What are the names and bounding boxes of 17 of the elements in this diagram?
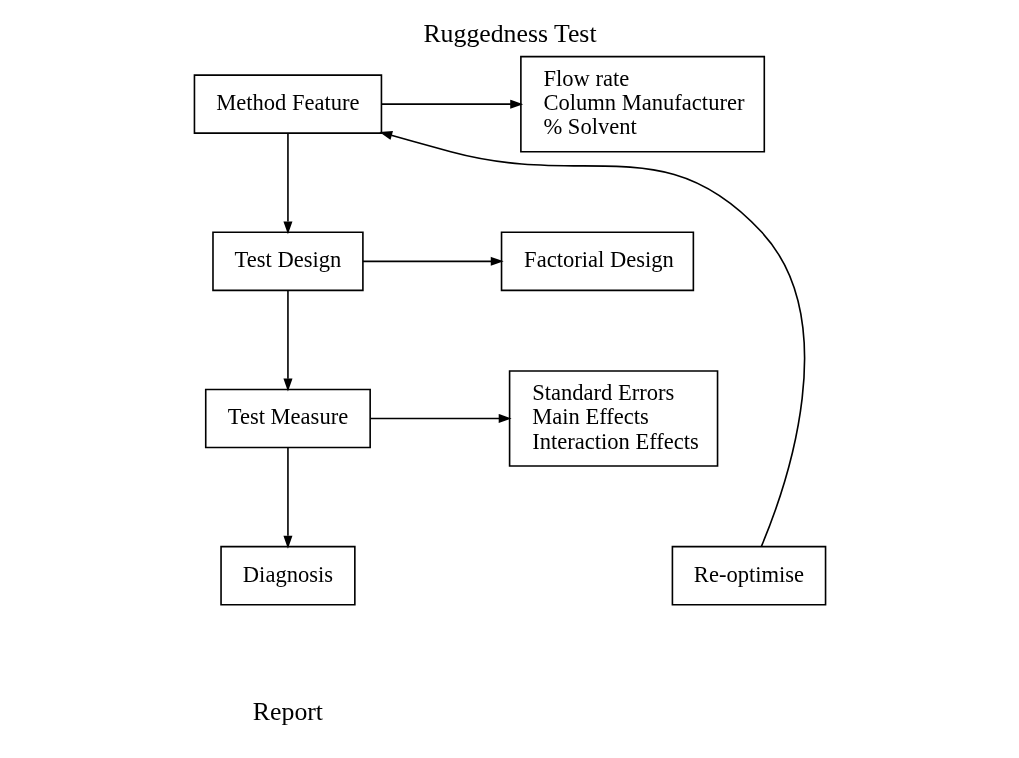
arrow xyxy=(282,132,292,235)
node-box: Standard Errors Main Effects Interaction Effects xyxy=(508,370,718,467)
node-box: Test Design xyxy=(211,231,364,292)
diagram-title: Ruggedness Test xyxy=(422,18,597,48)
arrow xyxy=(282,289,292,392)
arrow xyxy=(282,446,292,549)
arrow xyxy=(369,413,512,423)
arrow xyxy=(361,256,504,266)
node-box: Re-optimise xyxy=(671,545,826,606)
node-box: Factorial Design xyxy=(500,231,694,292)
caption: Report xyxy=(252,697,323,727)
node-box: Flow rate Column Manufacturer % Solvent xyxy=(519,55,765,153)
node-box: Diagnosis xyxy=(219,545,356,606)
arrow xyxy=(378,131,805,548)
arrow xyxy=(380,99,523,109)
node-box: Method Feature xyxy=(193,74,382,134)
node-box: Test Measure xyxy=(204,388,371,449)
